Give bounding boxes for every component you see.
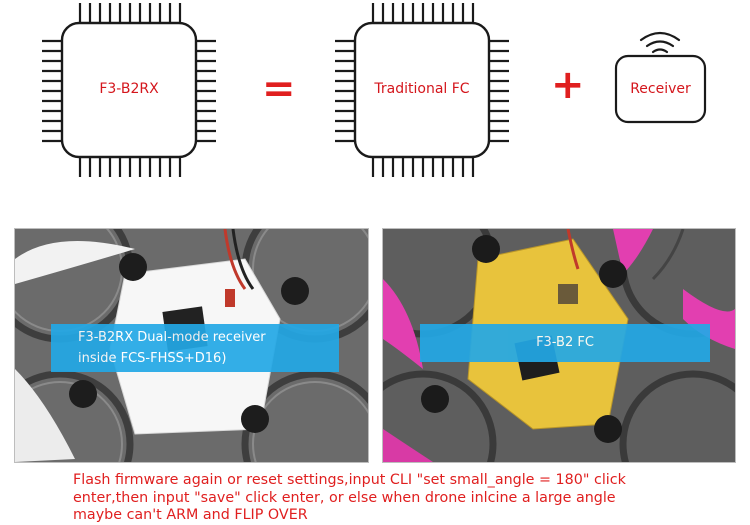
firmware-note: Flash firmware again or reset settings,i… bbox=[73, 472, 743, 525]
receiver-label: Receiver bbox=[630, 81, 691, 97]
note-line1: Flash firmware again or reset settings,i… bbox=[73, 472, 626, 488]
wireless-signal-icon bbox=[639, 31, 681, 54]
plus-sign: + bbox=[551, 62, 585, 108]
note-line3: maybe can't ARM and FLIP OVER bbox=[73, 507, 308, 523]
receiver-box bbox=[614, 54, 707, 124]
equals-sign: = bbox=[262, 66, 296, 112]
left-banner-line1: F3-B2RX Dual-mode receiver bbox=[78, 330, 266, 345]
right-banner-label: F3-B2 FC bbox=[536, 335, 594, 350]
note-line2: enter,then input "save" click enter, or … bbox=[73, 489, 616, 506]
chip-diagram bbox=[40, 1, 707, 179]
chip-f3-b2rx-label: F3-B2RX bbox=[99, 81, 159, 97]
left-banner-line2: inside FCS-FHSS+D16) bbox=[78, 351, 227, 366]
left-photo-banner: F3-B2RX Dual-mode receiver inside FCS-FH… bbox=[51, 324, 339, 372]
chip-traditional-fc-label: Traditional FC bbox=[374, 81, 470, 97]
right-photo-banner: F3-B2 FC bbox=[420, 324, 710, 362]
